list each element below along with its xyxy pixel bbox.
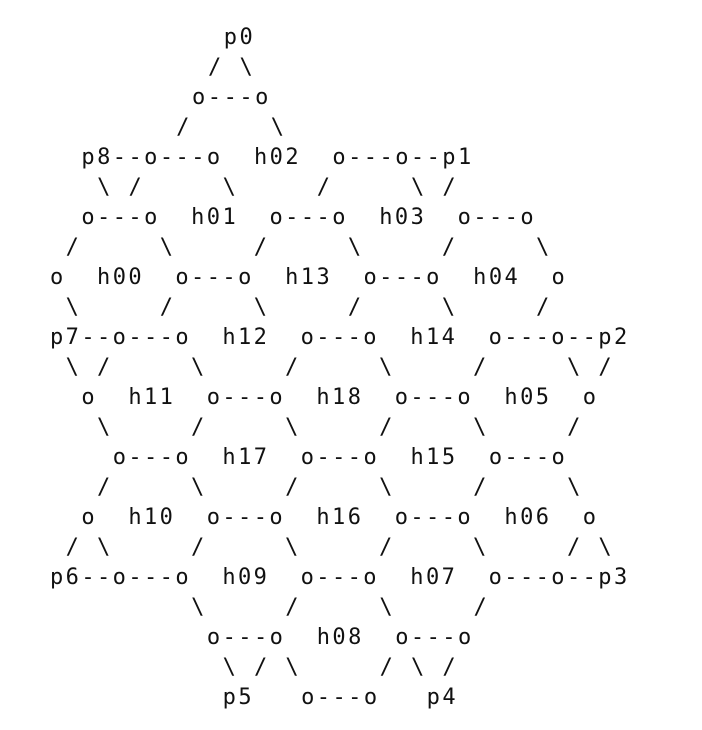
diagram-line: o---o h17 o---o h15 o---o xyxy=(50,445,565,470)
diagram-line: o h10 o---o h16 o---o h06 o xyxy=(50,505,596,530)
diagram-line: / \ xyxy=(50,115,284,140)
diagram-line: o h00 o---o h13 o---o h04 o xyxy=(50,265,565,290)
diagram-line: / \ / \ / \ / \ xyxy=(50,535,612,560)
diagram-line: p5 o---o p4 xyxy=(50,685,456,710)
diagram-line: \ / \ / \ / xyxy=(50,175,456,200)
diagram-line: \ / \ / \ / xyxy=(50,295,549,320)
diagram-line: o h11 o---o h18 o---o h05 o xyxy=(50,385,596,410)
diagram-line: o---o h01 o---o h03 o---o xyxy=(50,205,534,230)
diagram-line: p6--o---o h09 o---o h07 o---o--p3 xyxy=(50,565,627,590)
diagram-line: / \ / \ / \ xyxy=(50,235,549,260)
diagram-line: \ / \ / \ / \ / xyxy=(50,355,612,380)
diagram-line: \ / \ / \ / xyxy=(50,655,456,680)
diagram-line: p8--o---o h02 o---o--p1 xyxy=(50,145,471,170)
diagram-line: p7--o---o h12 o---o h14 o---o--p2 xyxy=(50,325,627,350)
diagram-line: o---o xyxy=(50,85,268,110)
diagram-line: / \ / \ / \ xyxy=(50,475,580,500)
diagram-line: \ / \ / \ / xyxy=(50,415,580,440)
diagram-line: \ / \ / xyxy=(50,595,487,620)
diagram-text-lines: p0 / \ o---o / \ p8--o---o h02 o---o--p1… xyxy=(50,25,627,710)
diagram-line: o---o h08 o---o xyxy=(50,625,471,650)
diagram-line: p0 xyxy=(50,25,253,50)
diagram-line: / \ xyxy=(50,55,253,80)
